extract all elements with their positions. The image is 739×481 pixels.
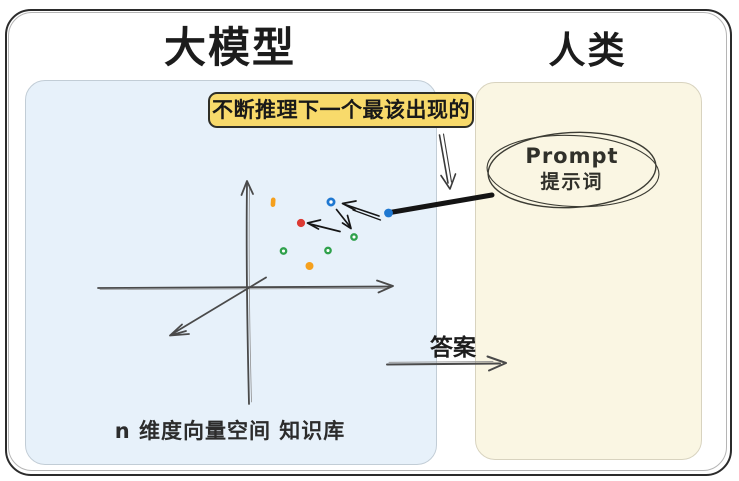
x-axis (97, 285, 392, 289)
red-dot (296, 218, 306, 228)
hint-down-arrow-line2 (442, 133, 453, 183)
vector-space-caption: n 维度向量空间 知识库 (114, 419, 346, 443)
blue-ring (326, 197, 336, 207)
inference-arrows (306, 200, 382, 233)
axes (97, 180, 394, 405)
prompt-bubble-text-zh: 提示词 (540, 171, 604, 193)
green-ring-mid (324, 246, 332, 255)
orange-dash (270, 197, 276, 208)
hint-down-arrow (438, 133, 457, 190)
prompt-line-endpoint (384, 208, 393, 218)
answer-arrow-head (486, 355, 507, 372)
arrow-to-red-head (306, 219, 322, 230)
x-axis-arrowhead (376, 279, 394, 294)
prompt-connector-line (387, 192, 495, 215)
human-panel (475, 82, 702, 460)
answer-arrow (386, 355, 507, 372)
hint-down-arrow-head (440, 173, 457, 190)
right-title: 人类 (548, 29, 627, 72)
model-panel (25, 80, 437, 465)
y-axis (245, 182, 250, 405)
hint-down-arrow-line1 (438, 134, 449, 184)
answer-arrow-shaft (386, 362, 501, 366)
arrow-to-red (309, 223, 341, 233)
answer-label: 答案 (430, 335, 476, 361)
answer-arrow-ghost (388, 361, 494, 363)
left-title: 大模型 (163, 23, 296, 72)
green-ring-left (279, 247, 288, 255)
arrow-down-to-green-head (341, 214, 352, 230)
arrow-to-blue-ring (344, 203, 380, 217)
vector-points (270, 197, 358, 270)
prompt-bubble-text-en: Prompt (525, 144, 619, 168)
hint-label: 不断推理下一个最该出现的 (208, 92, 474, 128)
z-axis (172, 276, 267, 335)
arrow-to-blue-ring-head (341, 200, 357, 211)
arrow-to-blue-ring-second-tail (352, 209, 382, 221)
z-axis-arrowhead (169, 323, 190, 337)
y-axis-arrowhead (240, 180, 254, 196)
orange-dot (305, 262, 314, 270)
prompt-bubble (486, 131, 660, 209)
x-axis-ghost (99, 287, 389, 290)
green-ring-right (350, 233, 358, 241)
y-axis-ghost (248, 187, 252, 403)
arrow-down-to-green (335, 208, 351, 227)
prompt-bubble-ellipse-2 (486, 134, 660, 208)
prompt-to-space-connector (384, 192, 495, 218)
